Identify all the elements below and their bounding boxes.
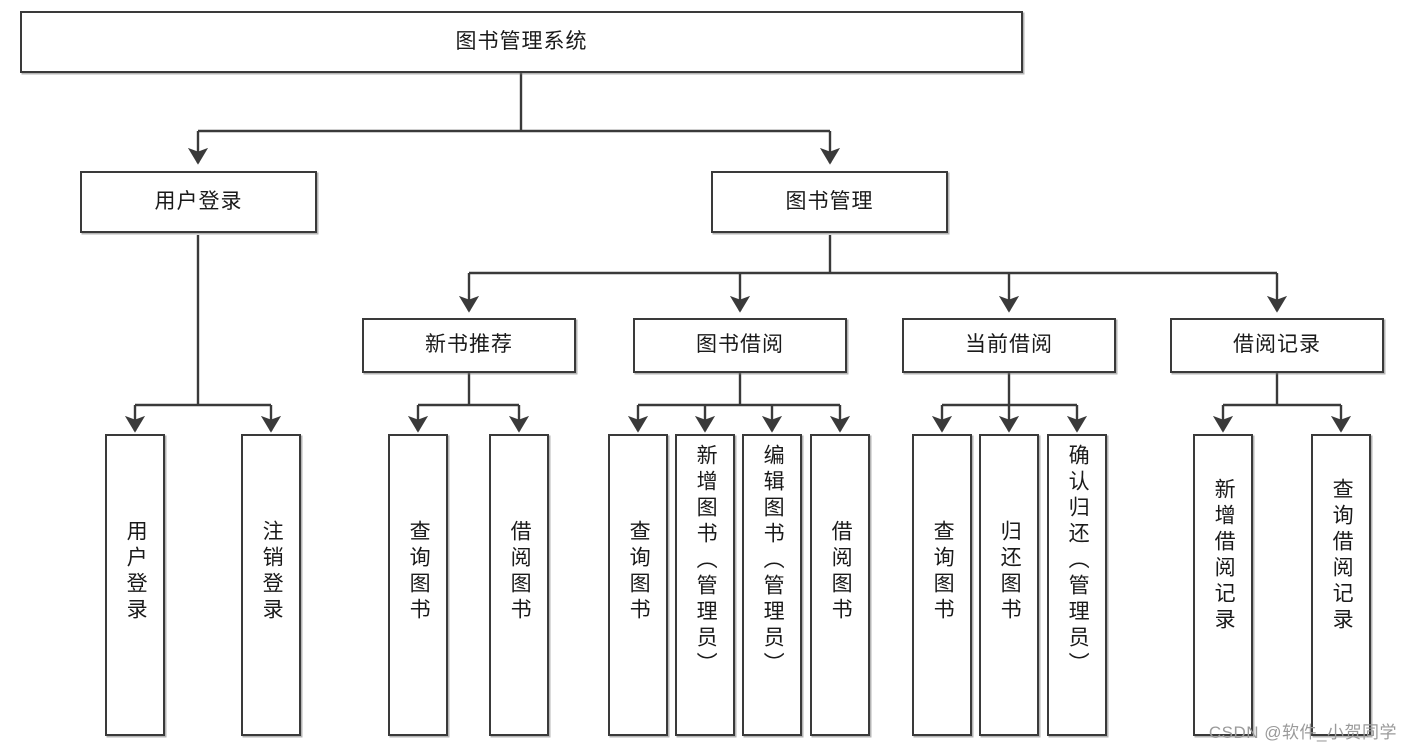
leaf-query-book-3[interactable]: 查询图书 <box>912 434 972 736</box>
node-current-borrow-label: 当前借阅 <box>965 333 1053 357</box>
leaf-borrow-book-1[interactable]: 借阅图书 <box>489 434 549 736</box>
node-new-book-recommend-label: 新书推荐 <box>425 333 513 357</box>
node-borrow-record-label: 借阅记录 <box>1233 333 1321 357</box>
leaf-borrow-book-1-label: 借阅图书 <box>508 520 532 624</box>
node-root-label: 图书管理系统 <box>455 29 588 53</box>
node-current-borrow[interactable]: 当前借阅 <box>902 318 1116 373</box>
node-root[interactable]: 图书管理系统 <box>20 11 1023 73</box>
leaf-edit-book-label: 编辑图书（管理员） <box>761 444 785 678</box>
leaf-query-record[interactable]: 查询借阅记录 <box>1311 434 1371 736</box>
leaf-user-login[interactable]: 用户登录 <box>105 434 165 736</box>
leaf-borrow-book-2[interactable]: 借阅图书 <box>810 434 870 736</box>
leaf-query-book-3-label: 查询图书 <box>931 520 955 624</box>
leaf-return-book-label: 归还图书 <box>998 520 1022 624</box>
node-book-management-label: 图书管理 <box>785 189 874 213</box>
leaf-add-book-label: 新增图书（管理员） <box>694 444 718 678</box>
leaf-user-login-label: 用户登录 <box>124 520 148 624</box>
leaf-query-book-1[interactable]: 查询图书 <box>388 434 448 736</box>
leaf-query-book-2-label: 查询图书 <box>627 520 651 624</box>
leaf-logout-login-label: 注销登录 <box>260 520 284 624</box>
leaf-edit-book[interactable]: 编辑图书（管理员） <box>742 434 802 736</box>
node-book-management[interactable]: 图书管理 <box>711 171 948 233</box>
leaf-add-record[interactable]: 新增借阅记录 <box>1193 434 1253 736</box>
leaf-logout-login[interactable]: 注销登录 <box>241 434 301 736</box>
leaf-confirm-return-label: 确认归还（管理员） <box>1066 444 1090 678</box>
node-user-login[interactable]: 用户登录 <box>80 171 317 233</box>
leaf-query-book-1-label: 查询图书 <box>407 520 431 624</box>
leaf-query-record-label: 查询借阅记录 <box>1330 478 1354 634</box>
leaf-borrow-book-2-label: 借阅图书 <box>829 520 853 624</box>
leaf-add-book[interactable]: 新增图书（管理员） <box>675 434 735 736</box>
leaf-return-book[interactable]: 归还图书 <box>979 434 1039 736</box>
node-borrow-record[interactable]: 借阅记录 <box>1170 318 1384 373</box>
leaf-query-book-2[interactable]: 查询图书 <box>608 434 668 736</box>
node-book-borrow-label: 图书借阅 <box>696 333 784 357</box>
leaf-add-record-label: 新增借阅记录 <box>1212 478 1236 634</box>
node-user-login-label: 用户登录 <box>154 189 243 213</box>
node-new-book-recommend[interactable]: 新书推荐 <box>362 318 576 373</box>
leaf-confirm-return[interactable]: 确认归还（管理员） <box>1047 434 1107 736</box>
node-book-borrow[interactable]: 图书借阅 <box>633 318 847 373</box>
